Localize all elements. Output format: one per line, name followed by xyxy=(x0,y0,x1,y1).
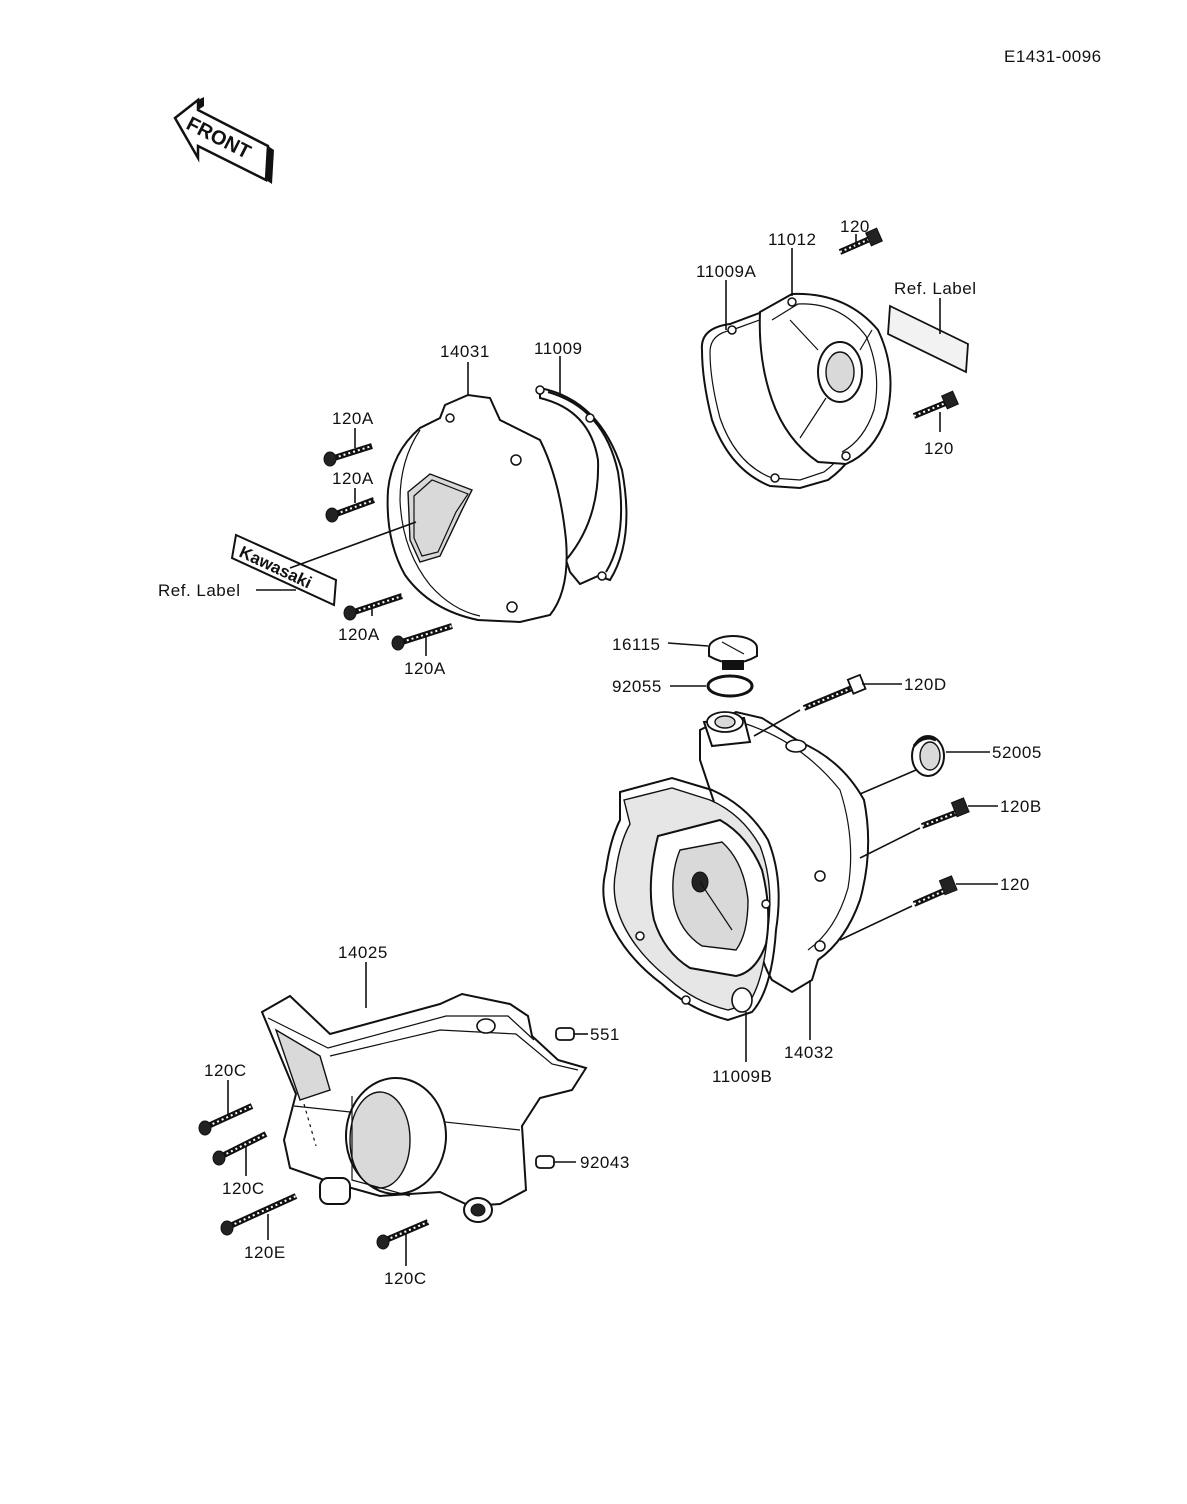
o-ring-92055 xyxy=(706,674,754,698)
label-52005: 52005 xyxy=(992,743,1042,762)
label-120C-1: 120C xyxy=(204,1061,247,1080)
dowel-pin-551 xyxy=(555,1027,575,1041)
label-11012: 11012 xyxy=(768,230,817,249)
clutch-cover-14032 xyxy=(602,710,870,1022)
label-14031: 14031 xyxy=(440,342,490,361)
label-92055: 92055 xyxy=(612,677,662,696)
label-551: 551 xyxy=(590,1025,620,1044)
label-120E: 120E xyxy=(244,1243,286,1262)
bolt-120C-2 xyxy=(212,1131,268,1166)
label-120C-2: 120C xyxy=(222,1179,265,1198)
label-120C-3: 120C xyxy=(384,1269,427,1288)
label-120A-1: 120A xyxy=(332,409,374,428)
dowel-pin-92043 xyxy=(535,1155,555,1169)
bolt-120D xyxy=(802,673,867,711)
label-120-right: 120 xyxy=(1000,875,1030,894)
generator-cover-14031 xyxy=(386,385,628,624)
ref-label-right-plate xyxy=(887,304,969,374)
label-14032: 14032 xyxy=(784,1043,834,1062)
bolt-120A-2 xyxy=(325,497,376,523)
label-120B: 120B xyxy=(1000,797,1042,816)
label-14025: 14025 xyxy=(338,943,388,962)
cover-11012 xyxy=(700,292,892,490)
ref-label-right: Ref. Label xyxy=(894,279,977,298)
bolt-120A-4 xyxy=(391,623,453,651)
label-120D: 120D xyxy=(904,675,947,694)
bolt-120B xyxy=(920,797,970,829)
chain-cover-14025 xyxy=(260,992,588,1223)
inspection-window-52005 xyxy=(911,735,945,777)
ref-label-left: Ref. Label xyxy=(158,581,241,600)
bolt-120-right xyxy=(912,875,958,907)
diagram-code: E1431-0096 xyxy=(1004,47,1102,66)
bolt-120C-3 xyxy=(376,1219,430,1250)
oil-filler-cap-16115 xyxy=(708,635,758,670)
bolt-120A-1 xyxy=(323,443,373,467)
label-11009A: 11009A xyxy=(696,262,757,281)
label-120A-2: 120A xyxy=(332,469,374,488)
label-120-mid: 120 xyxy=(924,439,954,458)
label-11009B: 11009B xyxy=(712,1067,772,1086)
label-92043: 92043 xyxy=(580,1153,630,1172)
bolt-120-mid xyxy=(912,390,959,419)
kawasaki-label: Kawasaki xyxy=(230,533,338,607)
bolt-120A-3 xyxy=(343,593,403,621)
label-16115: 16115 xyxy=(612,635,661,654)
bolt-120C-1 xyxy=(198,1103,254,1136)
label-11009: 11009 xyxy=(534,339,583,358)
label-120-top: 120 xyxy=(840,217,870,236)
bolt-120E xyxy=(220,1193,298,1236)
label-120A-4: 120A xyxy=(404,659,446,678)
front-arrow-icon: FRONT xyxy=(173,97,274,184)
label-120A-3: 120A xyxy=(338,625,380,644)
